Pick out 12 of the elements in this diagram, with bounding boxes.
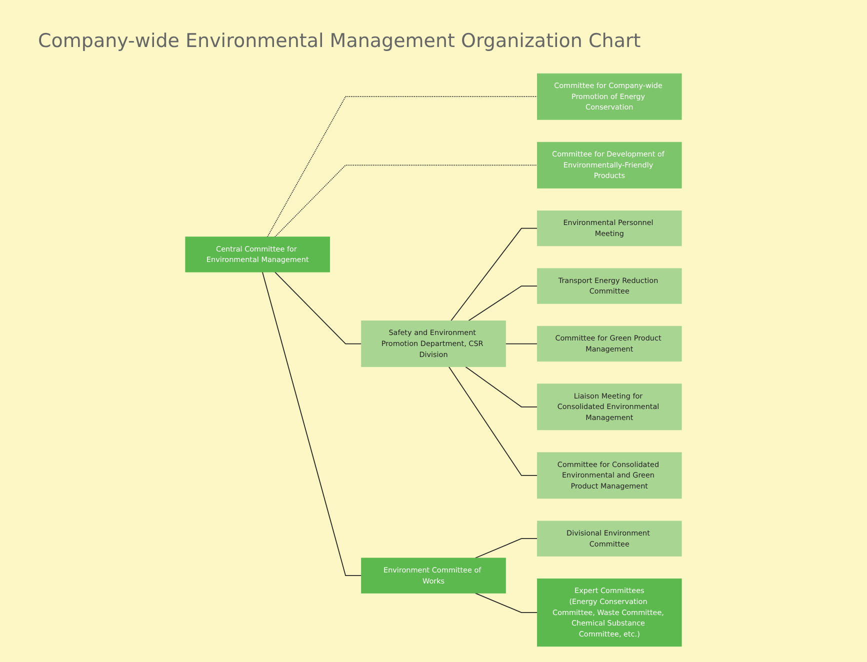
connector — [465, 366, 538, 408]
connector — [262, 272, 362, 576]
connector — [474, 592, 538, 614]
chart-title: Company-wide Environmental Management Organization Chart — [38, 30, 641, 52]
connector — [266, 96, 538, 238]
connector — [450, 228, 538, 322]
connector — [474, 538, 538, 558]
connector — [448, 366, 538, 476]
connector — [274, 272, 362, 344]
connector — [274, 164, 538, 238]
connector — [505, 343, 538, 344]
connector — [468, 286, 538, 322]
